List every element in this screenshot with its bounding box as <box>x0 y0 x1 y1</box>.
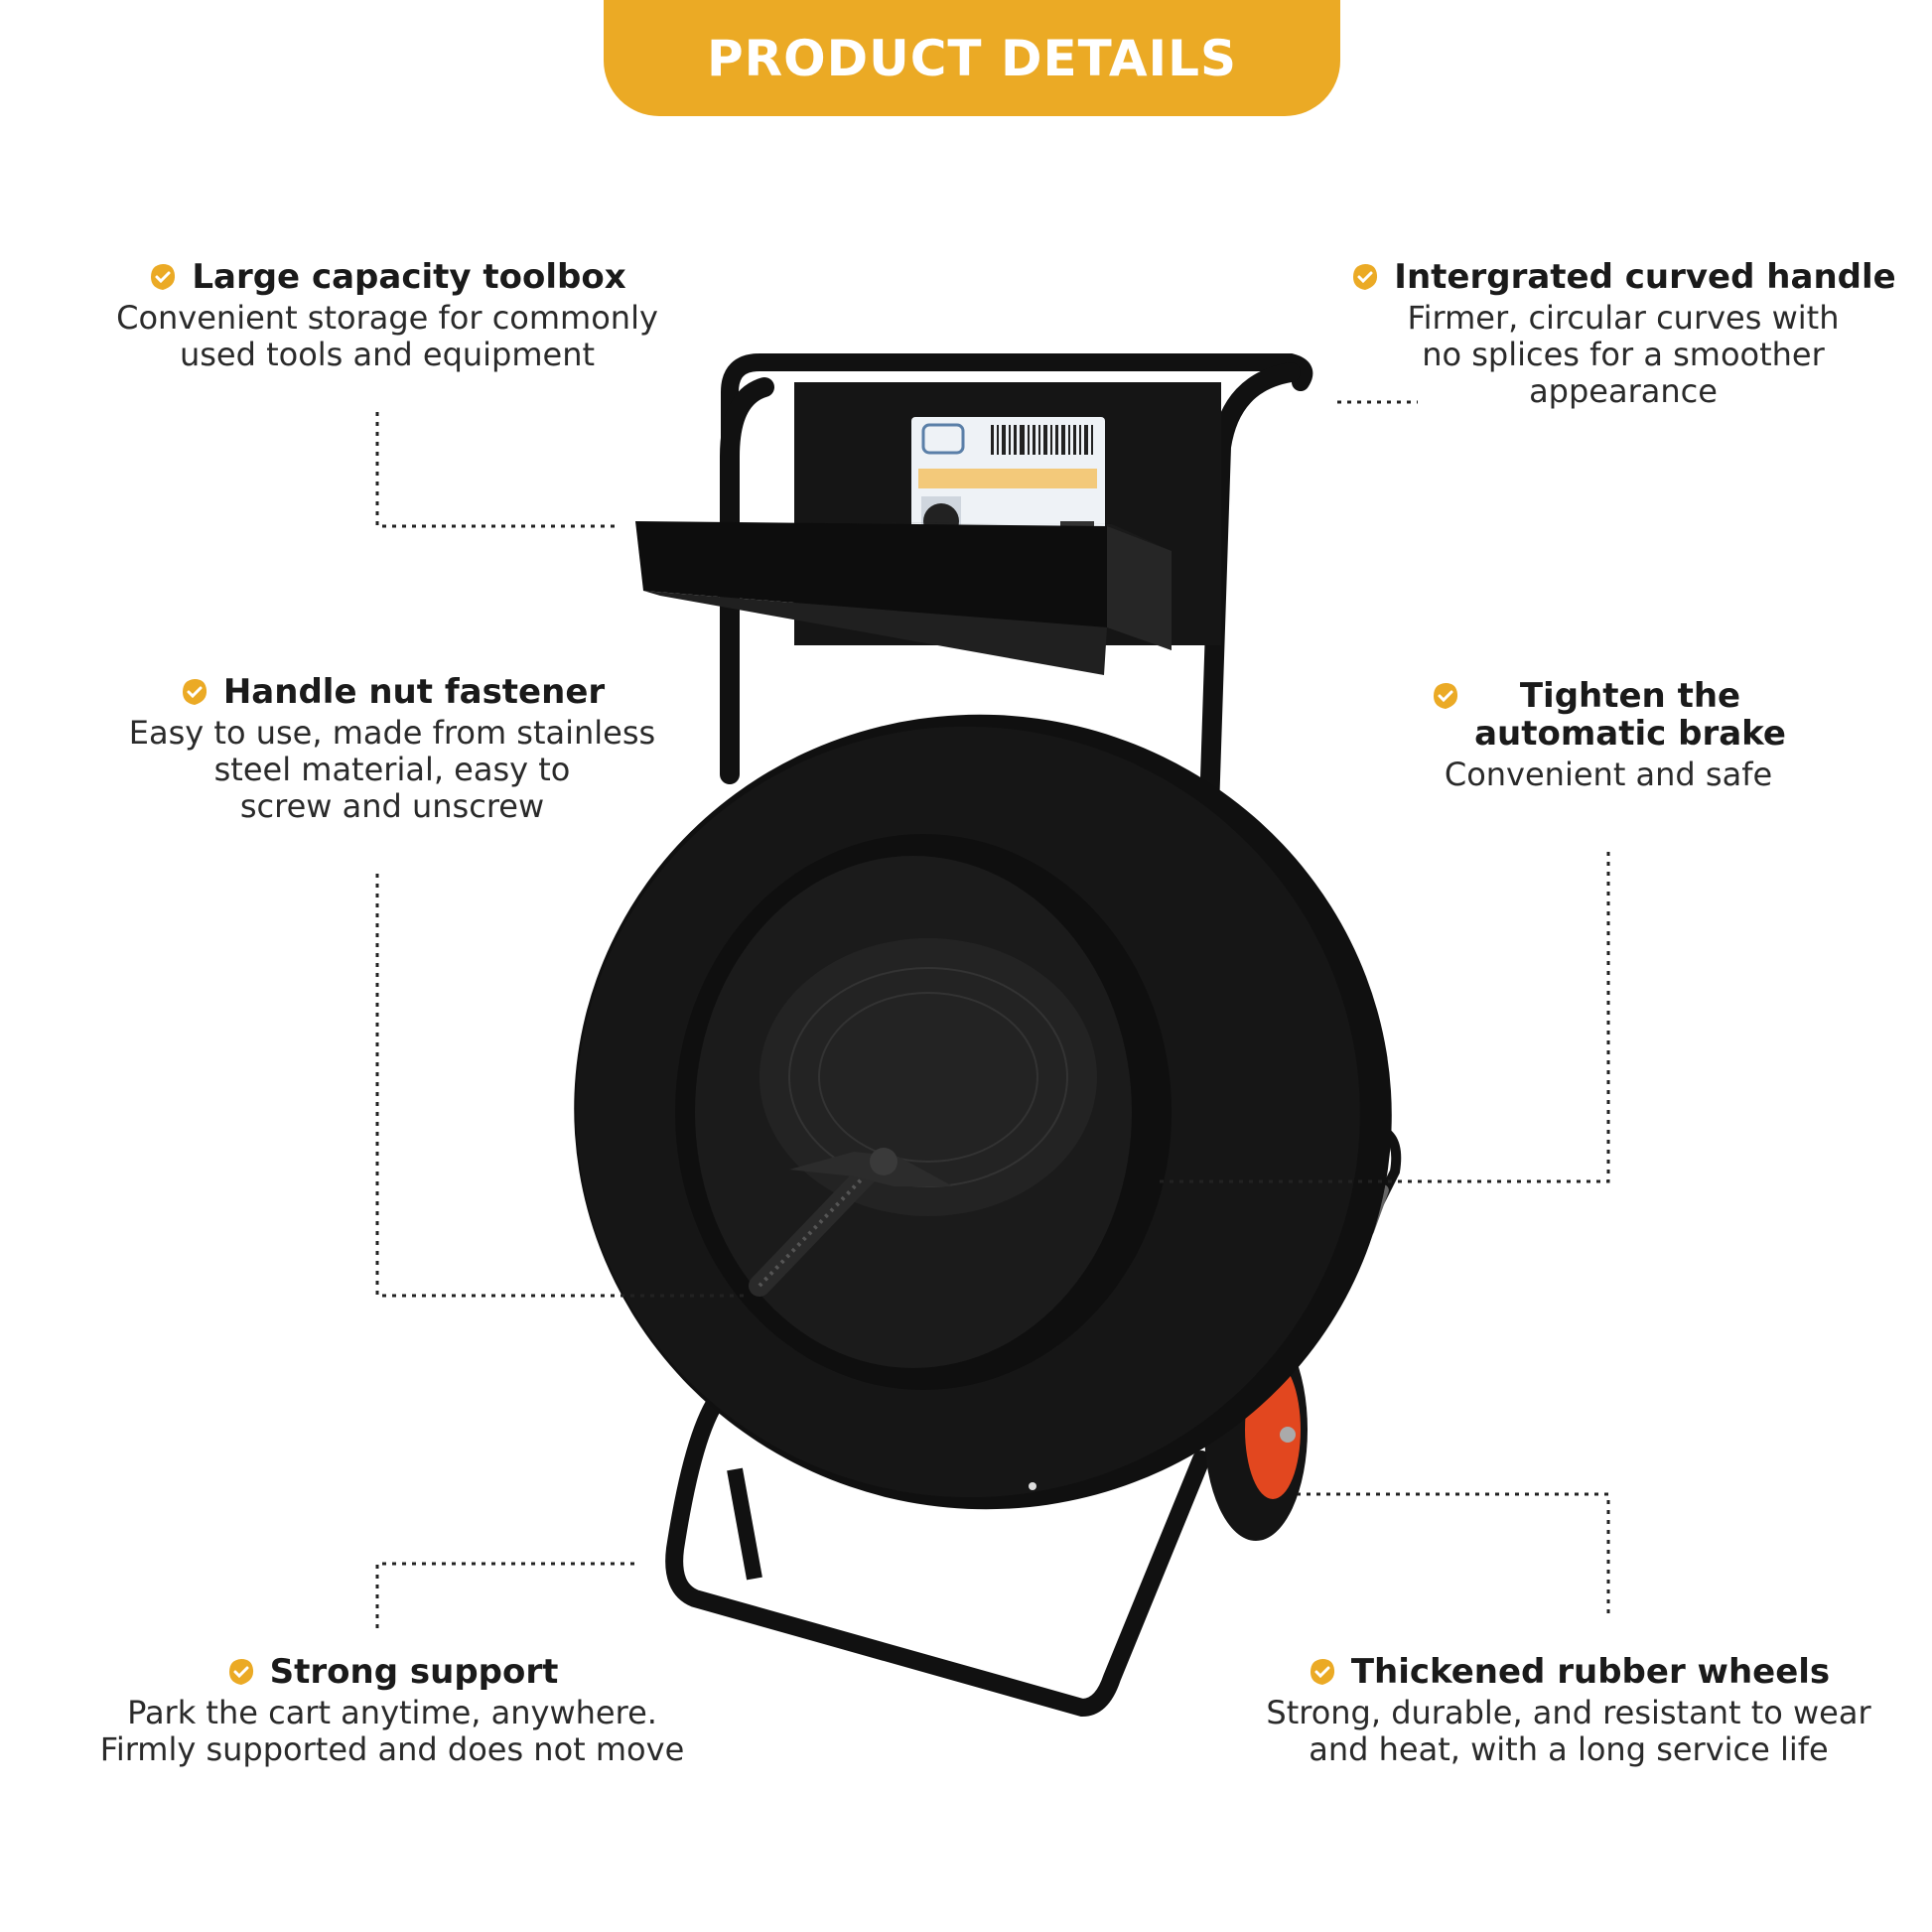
feature-support-title: Strong support <box>269 1652 559 1692</box>
leader-nut <box>375 874 750 1298</box>
feature-brake: Tighten the automatic brake Convenient a… <box>1380 677 1837 793</box>
feature-wheels-desc: Strong, durable, and resistant to wear a… <box>1266 1694 1871 1768</box>
check-badge-icon <box>1434 683 1458 709</box>
feature-handle: Intergrated curved handle Firmer, circul… <box>1325 258 1921 410</box>
check-badge-icon <box>1310 1659 1334 1685</box>
feature-toolbox: Large capacity toolbox Convenient storag… <box>60 258 715 373</box>
feature-toolbox-desc: Convenient storage for commonly used too… <box>116 299 658 373</box>
leader-wheels <box>1298 1492 1610 1613</box>
feature-brake-desc: Convenient and safe <box>1444 756 1773 793</box>
feature-support-desc: Park the cart anytime, anywhere. Firmly … <box>99 1694 685 1768</box>
feature-wheels-title: Thickened rubber wheels <box>1350 1652 1831 1692</box>
handle-nut <box>789 1152 953 1186</box>
check-badge-icon <box>228 1659 253 1685</box>
check-badge-icon <box>151 264 176 290</box>
feature-support-head: Strong support <box>50 1653 735 1691</box>
feature-toolbox-title: Large capacity toolbox <box>192 257 626 297</box>
feature-handle-title: Intergrated curved handle <box>1394 257 1896 297</box>
feature-handle-head: Intergrated curved handle <box>1325 258 1921 296</box>
feature-nut-title: Handle nut fastener <box>222 672 606 712</box>
leader-toolbox <box>375 412 618 528</box>
check-badge-icon <box>182 679 207 705</box>
feature-brake-head: Tighten the automatic brake <box>1380 677 1837 753</box>
feature-handle-desc: Firmer, circular curves with no splices … <box>1407 299 1840 410</box>
leader-support <box>375 1562 635 1628</box>
feature-nut-desc: Easy to use, made from stainless steel m… <box>128 714 656 825</box>
header-banner: PRODUCT DETAILS <box>604 0 1340 116</box>
feature-support: Strong support Park the cart anytime, an… <box>50 1653 735 1768</box>
leader-brake <box>1157 852 1610 1183</box>
feature-nut-head: Handle nut fastener <box>69 673 715 711</box>
feature-toolbox-head: Large capacity toolbox <box>60 258 715 296</box>
feature-wheels: Thickened rubber wheels Strong, durable,… <box>1216 1653 1921 1768</box>
feature-brake-title: Tighten the automatic brake <box>1474 676 1786 754</box>
feature-wheels-head: Thickened rubber wheels <box>1216 1653 1921 1691</box>
page-title: PRODUCT DETAILS <box>706 29 1238 87</box>
check-badge-icon <box>1353 264 1378 290</box>
feature-nut: Handle nut fastener Easy to use, made fr… <box>69 673 715 825</box>
